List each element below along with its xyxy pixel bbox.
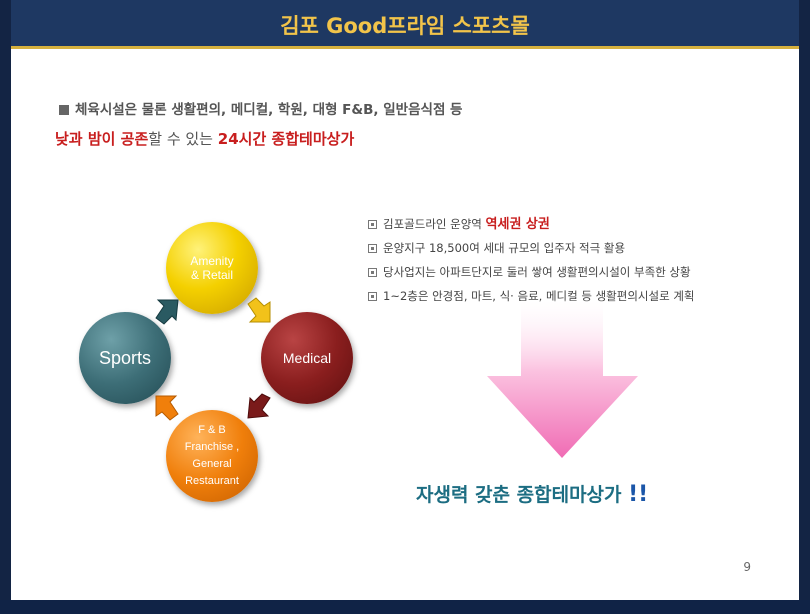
checkbox-bullet-icon [368, 244, 377, 253]
page-number: 9 [743, 560, 751, 574]
list-item-text: 1~2층은 안경점, 마트, 식· 음료, 메디컬 등 생활편의시설로 계획 [383, 289, 695, 303]
checkbox-bullet-icon [368, 292, 377, 301]
feature-list: 김포골드라인 운양역 역세권 상권 운양지구 18,500여 세대 규모의 입주… [368, 215, 694, 311]
intro-line-2: 낮과 밤이 공존할 수 있는 24시간 종합테마상가 [55, 128, 354, 149]
arrow-to-sports-icon [155, 395, 179, 421]
checkbox-bullet-icon [368, 268, 377, 277]
slide: 김포 Good프라임 스포츠몰 체육시설은 물론 생활편의, 메디컬, 학원, … [11, 0, 799, 600]
intro-highlight-1: 낮과 밤이 공존 [55, 130, 149, 148]
square-bullet-icon [59, 105, 69, 115]
list-item: 운양지구 18,500여 세대 규모의 입주자 적극 활용 [368, 239, 694, 263]
fnb-label-2: Franchise , [184, 440, 240, 453]
amenity-label-2: & Retail [190, 268, 234, 282]
summary-exclaim: !! [628, 482, 649, 507]
fnb-circle: F & B Franchise , General Restaurant [166, 410, 258, 502]
sports-label: Sports [98, 347, 152, 368]
amenity-retail-circle: Amenity & Retail [166, 222, 258, 314]
slide-title: 김포 Good프라임 스포츠몰 [280, 14, 530, 38]
fnb-label-3: General [192, 458, 232, 470]
down-arrow-icon [487, 300, 638, 458]
list-item: 김포골드라인 운양역 역세권 상권 [368, 215, 694, 239]
medical-circle: Medical [261, 312, 353, 404]
list-item-text: 당사업지는 아파트단지로 둘러 쌓여 생활편의시설이 부족한 상황 [383, 265, 691, 279]
sports-circle: Sports [79, 312, 171, 404]
intro-highlight-2: 24시간 종합테마상가 [217, 130, 355, 148]
intro-line-1-text: 체육시설은 물론 생활편의, 메디컬, 학원, 대형 F&B, 일반음식점 등 [75, 102, 463, 118]
list-item-highlight: 역세권 상권 [485, 217, 550, 232]
arrow-to-amenity-icon [155, 299, 179, 325]
intro-line-1: 체육시설은 물론 생활편의, 메디컬, 학원, 대형 F&B, 일반음식점 등 [59, 98, 462, 118]
checkbox-bullet-icon [368, 220, 377, 229]
fnb-label-4: Restaurant [185, 475, 239, 488]
fnb-label-1: F & B [198, 423, 226, 436]
summary-label: 자생력 갖춘 종합테마상가 [416, 484, 629, 506]
amenity-label-1: Amenity [190, 254, 234, 268]
list-item: 당사업지는 아파트단지로 둘러 쌓여 생활편의시설이 부족한 상황 [368, 263, 694, 287]
arrow-to-fnb-icon [247, 393, 271, 419]
summary-text: 자생력 갖춘 종합테마상가 !! [416, 480, 648, 507]
title-band: 김포 Good프라임 스포츠몰 [11, 0, 799, 49]
medical-label: Medical [282, 350, 332, 366]
list-item-text: 김포골드라인 운양역 [383, 217, 486, 231]
intro-line-2-mid: 할 수 있는 [148, 130, 218, 148]
arrow-to-medical-icon [247, 297, 271, 323]
bottom-bar [0, 600, 810, 614]
list-item: 1~2층은 안경점, 마트, 식· 음료, 메디컬 등 생활편의시설로 계획 [368, 287, 694, 311]
list-item-text: 운양지구 18,500여 세대 규모의 입주자 적극 활용 [383, 241, 626, 255]
